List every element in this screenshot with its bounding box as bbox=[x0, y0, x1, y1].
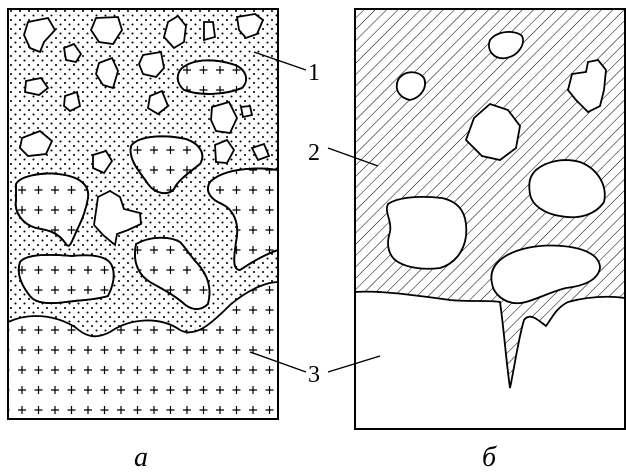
callout-label-2: 2 bbox=[308, 140, 320, 166]
grains-a bbox=[19, 13, 271, 247]
crossed-base-region-b bbox=[355, 290, 625, 429]
callout-2: 2 bbox=[308, 140, 379, 167]
caption-panel-a: а bbox=[134, 442, 148, 472]
crossed-grains-b bbox=[386, 102, 606, 305]
leader-line-3b bbox=[327, 355, 381, 373]
panel-a-frame bbox=[7, 8, 279, 420]
panel-b bbox=[355, 9, 625, 429]
callout-label-1: 1 bbox=[308, 60, 320, 86]
panel-a bbox=[8, 9, 278, 419]
leader-line-3a bbox=[249, 351, 307, 373]
panel-b-frame bbox=[354, 8, 626, 430]
callout-label-3: 3 bbox=[308, 362, 320, 388]
grains-b bbox=[395, 31, 607, 114]
callout-1: 1 bbox=[253, 51, 320, 86]
leader-line-1 bbox=[253, 51, 307, 71]
leader-line-2 bbox=[327, 147, 379, 167]
caption-panel-b: б bbox=[482, 442, 497, 472]
callout-3: 3 bbox=[249, 351, 381, 388]
crossed-grains-a bbox=[14, 59, 278, 310]
